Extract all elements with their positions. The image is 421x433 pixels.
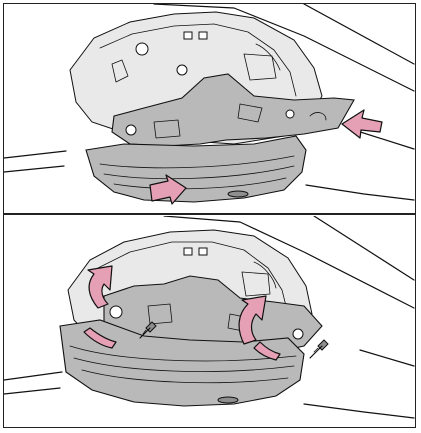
step-divider	[3, 213, 416, 215]
clip-1	[184, 32, 192, 39]
car-door-line	[354, 130, 414, 149]
bolt-hole-2	[177, 65, 187, 75]
bracket-hole-1	[110, 306, 122, 318]
bracket-hole-2	[286, 110, 294, 118]
turn-signal-cover	[86, 136, 306, 202]
car-lower-line	[306, 185, 414, 200]
clip-1	[184, 248, 192, 255]
bracket-hole-2	[293, 329, 303, 339]
panel-step-2	[4, 216, 415, 427]
step-1-illustration	[4, 4, 415, 212]
mirror-base-line-left-2	[4, 166, 64, 172]
mirror-base-line-left	[4, 151, 66, 158]
panel-step-1	[4, 4, 415, 212]
mirror-base-line-left-2	[4, 388, 60, 394]
step-2-illustration	[4, 216, 415, 427]
car-body-edge	[304, 4, 414, 64]
clip-2	[199, 248, 207, 255]
screw-icon	[310, 340, 328, 358]
car-lower-line	[304, 404, 414, 418]
bracket-hole-1	[126, 125, 136, 135]
bolt-hole-1	[136, 43, 148, 55]
cover-clip	[228, 191, 248, 197]
car-body-edge	[314, 216, 414, 280]
clip-2	[199, 32, 207, 39]
cover-clip	[218, 397, 238, 403]
pink-arrow-left	[342, 110, 382, 138]
car-door-line	[360, 350, 414, 366]
mirror-base-line-left	[4, 372, 62, 380]
